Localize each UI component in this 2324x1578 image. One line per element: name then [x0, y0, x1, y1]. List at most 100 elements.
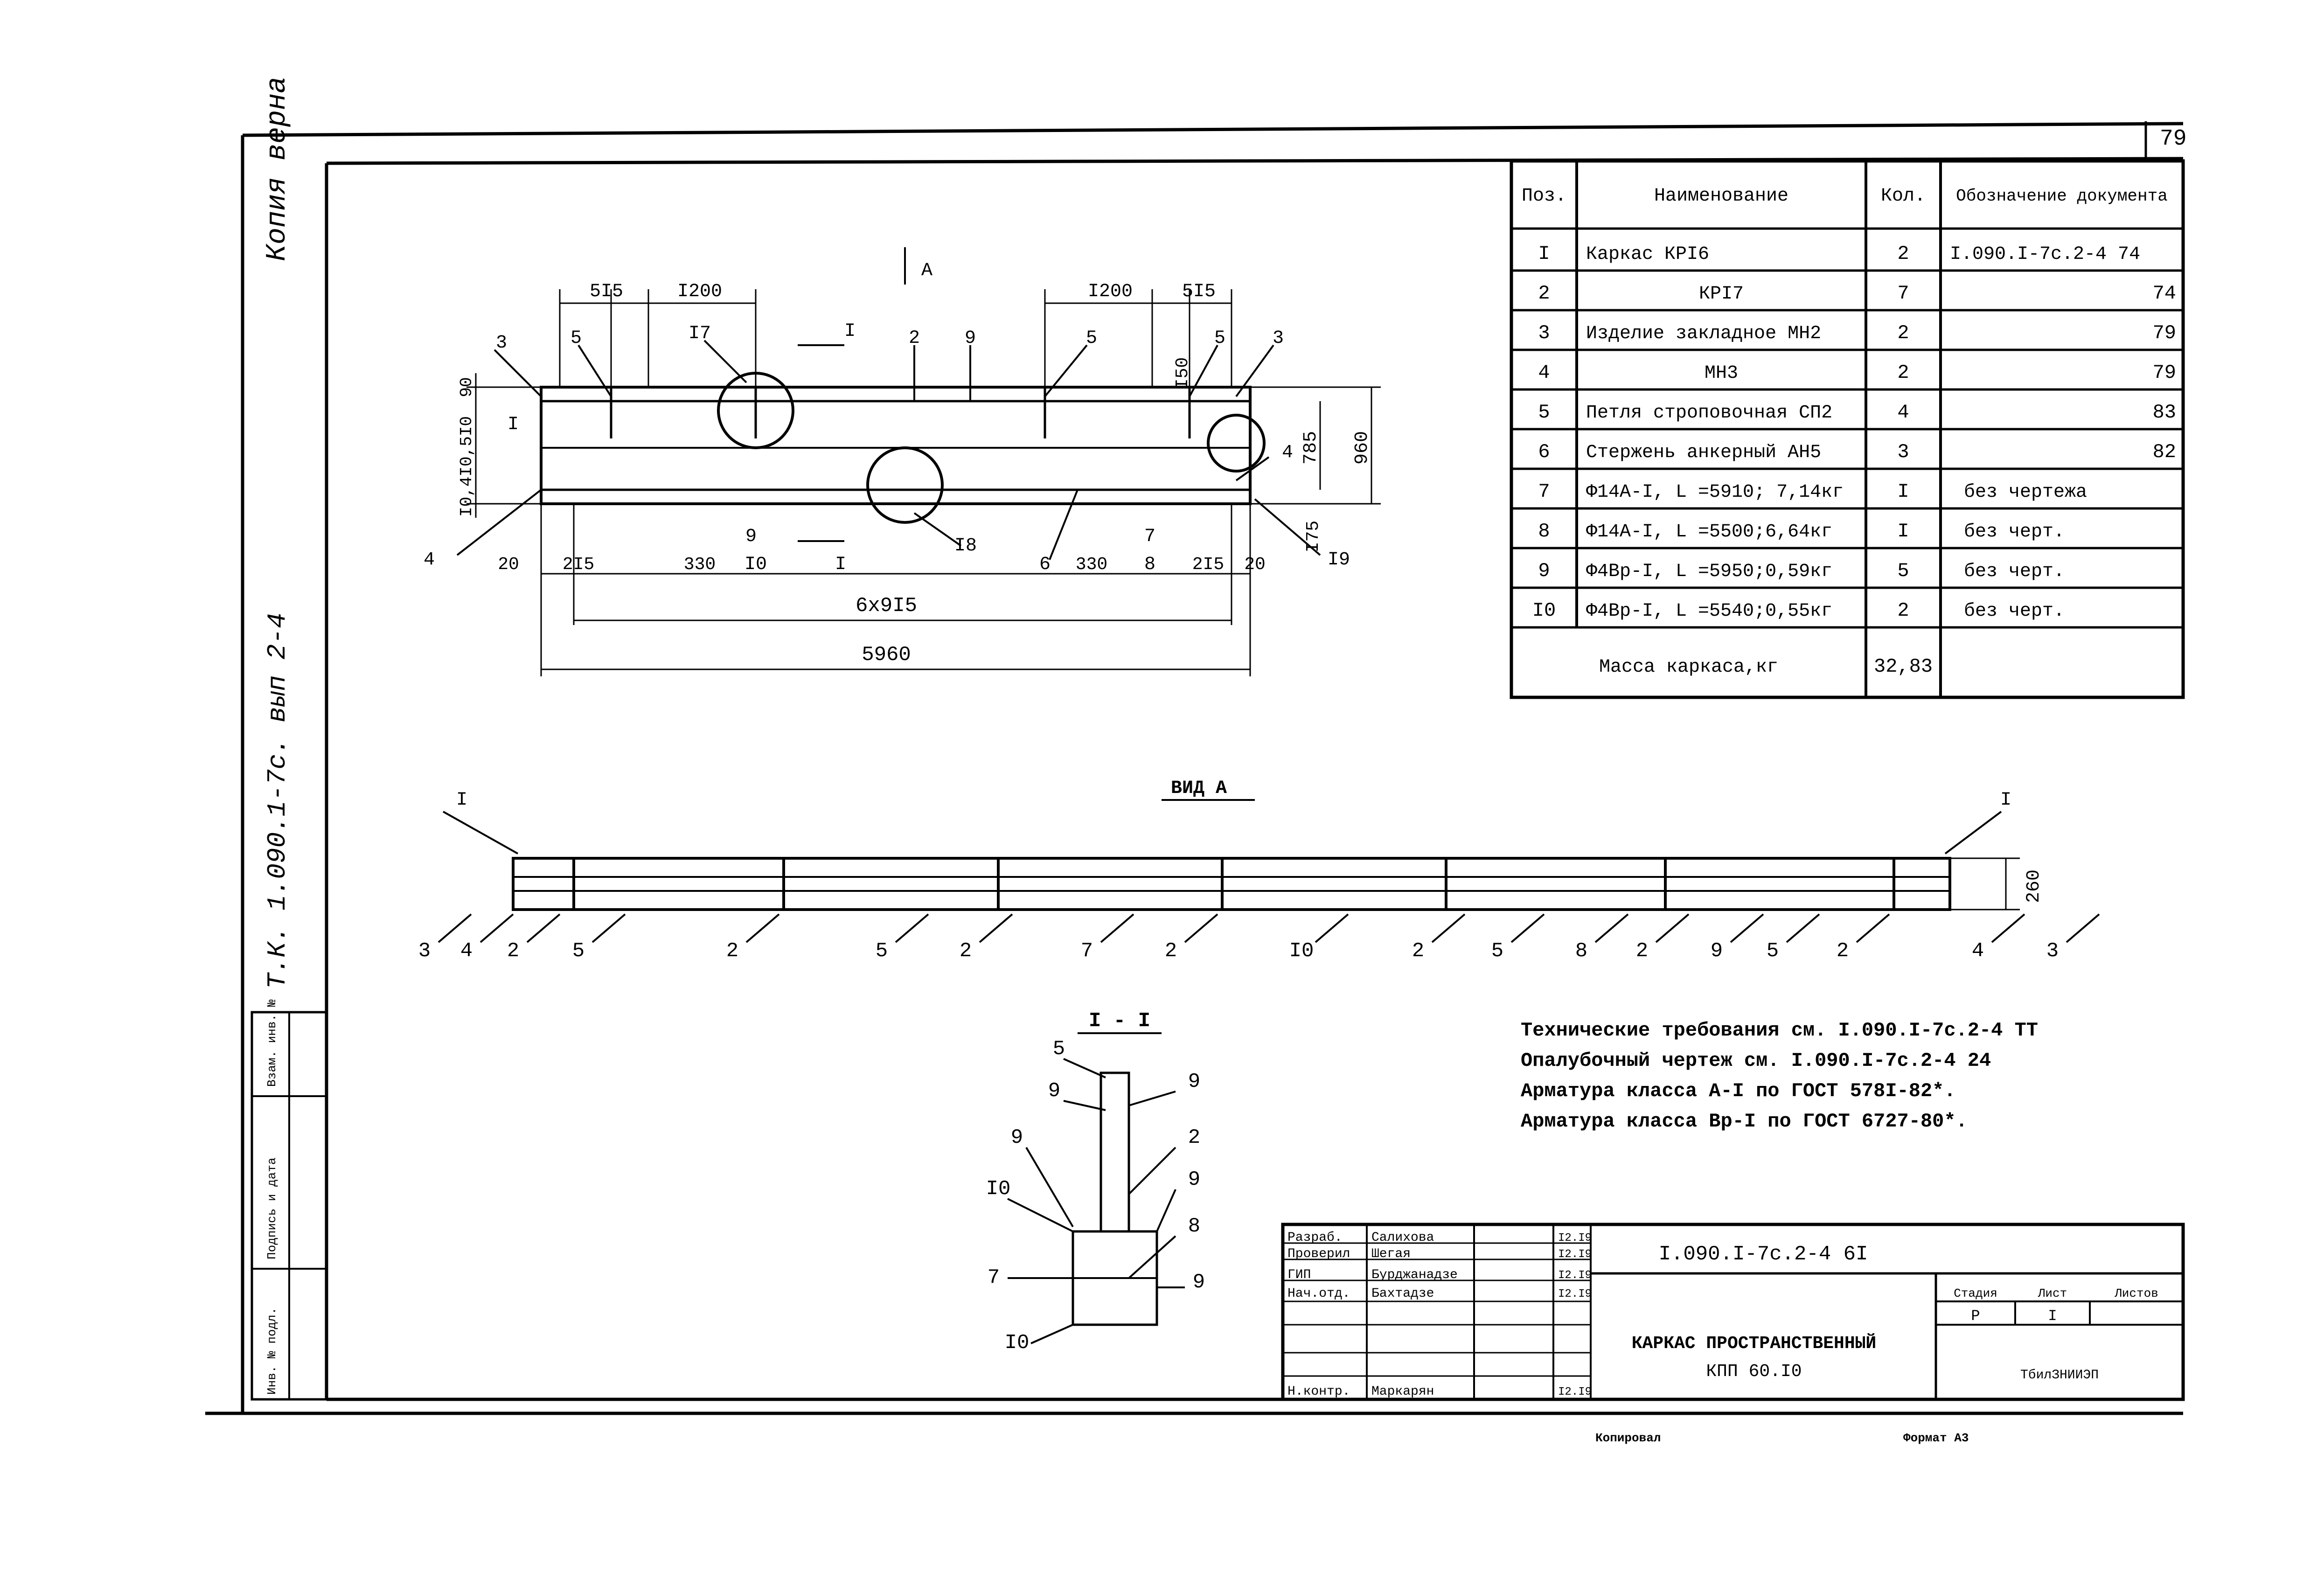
leader-label-1: I: [508, 414, 519, 435]
view-a-leader-label: 2: [960, 939, 972, 963]
section-loop: [1099, 1071, 1130, 1233]
dim-175: I75: [1303, 521, 1323, 552]
spec-header-doc: Обозначение документа: [1956, 187, 2168, 206]
view-a-leader-label: 5: [572, 939, 584, 963]
view-a-leader-label: 2: [1636, 939, 1648, 963]
tb-name: Салихова: [1371, 1230, 1434, 1245]
tb-date: I2.I9: [1558, 1232, 1592, 1244]
dim-90: 90: [457, 377, 476, 397]
spec-header-qty: Кол.: [1881, 186, 1926, 207]
leader-line: [1044, 344, 1088, 397]
stamp-label-inv-no: Инв. № подл.: [265, 1307, 279, 1395]
view-a-leader-label: 2: [1412, 939, 1424, 963]
leader-label-5b: 5: [1086, 328, 1097, 349]
section-leader-label: 2: [1188, 1126, 1200, 1149]
view-a-leader-label: 5: [1491, 939, 1503, 963]
side-note-certified-copy: Копия верна: [262, 76, 293, 261]
tb-stage-header: Стадия: [1954, 1286, 1997, 1300]
callout-circle-18: [866, 446, 944, 524]
spec-row-doc: 82: [2153, 441, 2176, 463]
spec-row-qty: 2: [1897, 361, 1909, 384]
view-a-leader-label: 4: [1972, 939, 1984, 963]
leader-line: [494, 349, 542, 397]
page-number: 79: [2160, 126, 2187, 152]
section-leader-label: 5: [1053, 1037, 1065, 1061]
view-mark-a: А: [921, 260, 932, 281]
tb-date: I2.I9: [1558, 1269, 1592, 1282]
leader-label-8: 8: [1144, 554, 1155, 575]
leader-label-4: 4: [424, 549, 435, 570]
section-mark-top: I: [844, 321, 856, 342]
tb-name: Бахтадзе: [1371, 1286, 1434, 1301]
dim-215-left: 2I5: [563, 555, 594, 575]
leader-line: [1025, 1147, 1074, 1228]
spec-row-qty: 4: [1897, 401, 1909, 424]
section-leader-label: 9: [1048, 1079, 1060, 1103]
leader-label-4b: 4: [1282, 442, 1293, 463]
leader-line: [443, 811, 518, 855]
tb-organization: ТбилЗНИИЭП: [2020, 1368, 2099, 1383]
leader-line: [1156, 1189, 1176, 1232]
leader-line: [1030, 1324, 1073, 1344]
spec-row-pos: 8: [1538, 520, 1550, 542]
section-leader-label: 7: [988, 1266, 1000, 1289]
leader-line: [1049, 489, 1079, 560]
spec-row-pos: 9: [1538, 560, 1550, 582]
spec-row-pos: I0: [1532, 599, 1556, 622]
leader-line: [895, 913, 929, 943]
spec-mass-value: 32,83: [1874, 655, 1933, 678]
tb-role: Нач.отд.: [1287, 1286, 1350, 1301]
view-a-leader-label: 3: [418, 939, 431, 963]
leader-label-18: I8: [954, 535, 977, 556]
note-line-4: Арматура класса Вр-I по ГОСТ 6727-80*.: [1521, 1110, 1968, 1133]
leader-line: [591, 913, 626, 943]
spec-row-qty: 2: [1897, 243, 1909, 265]
spec-row-pos: 5: [1538, 401, 1550, 424]
dim-20-left: 20: [498, 555, 519, 575]
view-a-leader-label: 2: [507, 939, 519, 963]
leader-label-5: 5: [571, 328, 582, 349]
callout-circle-17: [717, 372, 794, 449]
leader-line: [2066, 913, 2100, 943]
spec-row-doc: 74: [2153, 282, 2176, 305]
spec-row-pos: 6: [1538, 441, 1550, 463]
tb-stage-value: Р: [1971, 1307, 1980, 1325]
leader-line: [1254, 498, 1321, 556]
leader-line: [1510, 913, 1545, 943]
plan-cage-outline: [540, 386, 1252, 505]
leader-line: [1189, 345, 1218, 397]
tb-date: I2.I9: [1558, 1386, 1592, 1398]
tb-role: ГИП: [1287, 1268, 1311, 1282]
callout-circle-19: [1207, 414, 1266, 473]
spec-row-qty: 7: [1897, 282, 1909, 305]
leader-label-2: 2: [909, 328, 920, 349]
leader-line: [1856, 913, 1890, 943]
stamp-label-replace-inv: Взам. инв. №: [265, 999, 279, 1087]
spec-row-qty: I: [1897, 520, 1909, 542]
leader-line: [1944, 811, 2002, 855]
spec-row-doc: без черт.: [1964, 561, 2065, 582]
leader-line: [1315, 913, 1349, 943]
spec-row-pos: 7: [1538, 480, 1550, 503]
view-a-leader-label: I0: [1289, 939, 1314, 963]
leader-line: [1235, 456, 1270, 481]
spec-row-qty: 2: [1897, 322, 1909, 344]
spec-row-name: Ф4Вр-I, L =5540;0,55кг: [1586, 601, 1832, 622]
tb-role: Разраб.: [1287, 1230, 1343, 1245]
leader-label-7: 7: [1144, 526, 1155, 547]
view-a-leader-label: 2: [1837, 939, 1849, 963]
section-leader-label: 9: [1188, 1070, 1200, 1093]
leader-line: [1786, 913, 1820, 943]
tb-role: Проверил: [1287, 1247, 1350, 1261]
leader-label-10: I0: [745, 554, 767, 575]
section-leader-label: 9: [1011, 1126, 1023, 1149]
leader-label-9: 9: [965, 328, 976, 349]
leader-label-5c: 5: [1214, 328, 1225, 349]
section-leader-label: 9: [1188, 1168, 1200, 1191]
leader-line: [1063, 1100, 1106, 1111]
spec-row-name: Стержень анкерный АН5: [1586, 442, 1821, 463]
spec-row-name: Изделие закладное МН2: [1586, 323, 1821, 344]
dim-150: I50: [1173, 357, 1193, 389]
dim-5960: 5960: [862, 643, 911, 667]
